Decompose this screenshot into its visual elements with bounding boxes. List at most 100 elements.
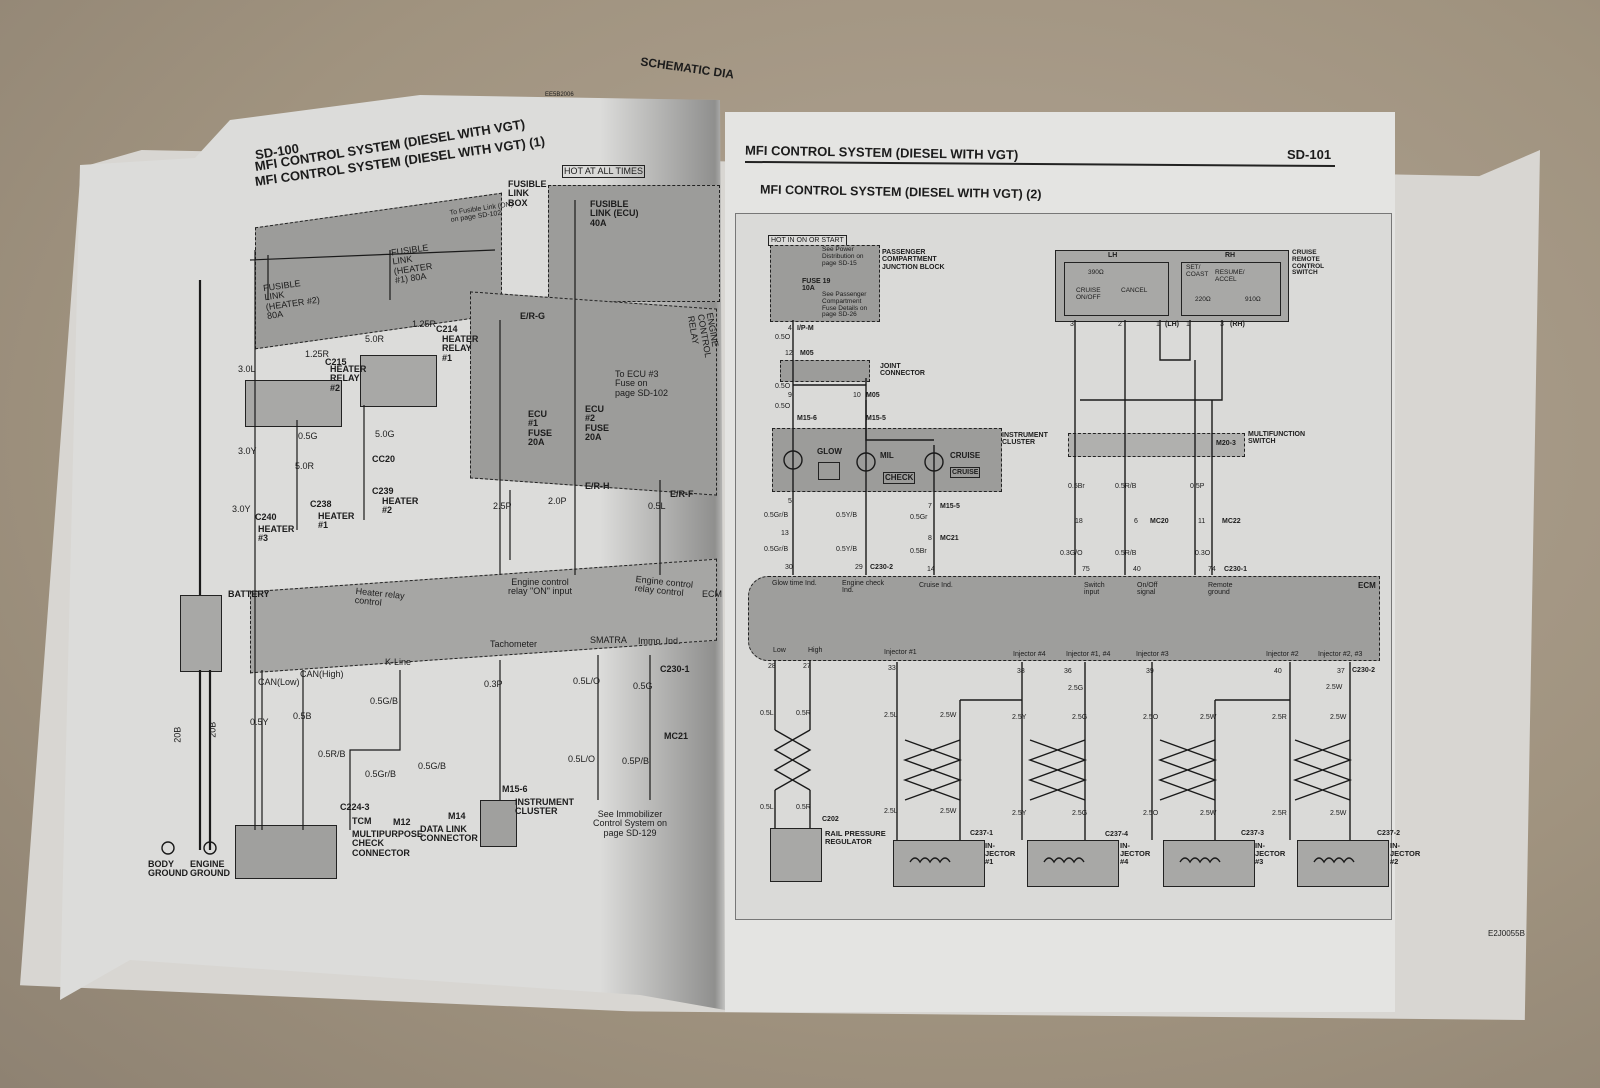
wire-label: 2.5R: [1272, 810, 1287, 817]
wire-label: 0.5Br: [910, 548, 927, 555]
label: C215: [325, 357, 347, 367]
wire-label: 0.5L: [760, 710, 774, 717]
wire: [792, 320, 935, 575]
wire-label: 2.5L: [884, 808, 898, 815]
wire-label: 3.0L: [238, 364, 256, 374]
wire-label: 0.5Gr: [910, 514, 928, 521]
connector: M15-6: [797, 415, 817, 422]
joint-connector-label: JOINT CONNECTOR: [880, 363, 925, 378]
figure-code: E2J0055B: [1488, 929, 1525, 938]
ecm-pin-injector-2: Injector #2: [1266, 651, 1299, 658]
injector-3: [1163, 840, 1255, 887]
pin-number: 2: [1118, 321, 1122, 328]
connector: MC21: [940, 535, 959, 542]
injector-harness-twist: [773, 729, 1353, 801]
label: BODY GROUND: [148, 859, 188, 879]
junction-block: [770, 245, 880, 322]
connector: C230-2: [1352, 667, 1375, 674]
battery-cable: [198, 280, 212, 850]
label: ENGINE GROUND: [190, 859, 230, 879]
connector: MC20: [1150, 518, 1169, 525]
ecm-label: ECM: [1358, 581, 1376, 590]
resistor-910: 910Ω: [1245, 296, 1261, 303]
label: SMATRA: [590, 635, 627, 645]
connector: M15-5: [866, 415, 886, 422]
joint-connector: [780, 360, 870, 382]
label: ECU #1 FUSE 20A: [528, 409, 553, 448]
mil-label: MIL: [880, 451, 894, 460]
pin-number: 9: [788, 392, 792, 399]
label: M15-6: [502, 784, 528, 794]
device-label: IN-JECTOR #3: [1255, 841, 1286, 866]
label: E/R-H: [585, 481, 610, 491]
pin-number: 6: [1134, 518, 1138, 525]
ecm-pin-cruise: Cruise Ind.: [919, 582, 953, 589]
label: DATA LINK CONNECTOR: [420, 824, 478, 844]
injector-1: [893, 840, 985, 887]
resume-accel-label: RESUME/ ACCEL: [1215, 269, 1245, 283]
pin-number: 29: [855, 564, 863, 571]
ecm-band: [748, 576, 1380, 661]
connector: (RH): [1230, 321, 1245, 328]
wire-label: 2.5Y: [1012, 714, 1027, 721]
wire-label: 2.5W: [1326, 684, 1343, 691]
wire-label: 0.5L: [648, 501, 666, 511]
label: Immo. Ind.: [638, 636, 681, 646]
connector: C237-3: [1241, 830, 1264, 837]
label: ECM: [702, 589, 722, 599]
pin-number: 13: [781, 530, 789, 537]
pin-number: 40: [1274, 668, 1282, 675]
wire-label: 0.5G/B: [370, 696, 399, 706]
wire-label: 0.5G: [633, 681, 653, 691]
cruise-onoff-label: CRUISE ON/OFF: [1076, 287, 1101, 301]
pin-number: 14: [927, 566, 935, 573]
glow-plug-icon: [818, 462, 840, 480]
mil-indicator-bulb: [856, 452, 876, 472]
pin-number: 3: [1070, 321, 1074, 328]
wire-label: 0.5Y: [250, 717, 269, 727]
glow-indicator-bulb: [783, 450, 803, 470]
ecm-pin-switch-input: Switch input: [1084, 582, 1105, 597]
rail-pressure-regulator: [770, 828, 822, 882]
ecm-pin-high: High: [808, 647, 823, 654]
label: MC21: [664, 731, 689, 741]
left-code: EE5B2006: [545, 92, 574, 98]
wire-label: 1.25R: [305, 349, 330, 359]
instrument-cluster: [772, 428, 1002, 492]
wire-label: 0.3P: [484, 679, 503, 689]
pin-number: 1: [1186, 321, 1190, 328]
see-power-distribution: See Power Distribution on page SD-15: [822, 246, 864, 267]
right-page-number: SD-101: [1287, 147, 1332, 162]
wire-label: 0.5Br: [1068, 483, 1085, 490]
glow-label: GLOW: [817, 447, 842, 456]
connector: C237-2: [1377, 830, 1400, 837]
body-ground-icon: [161, 841, 175, 855]
wire-label: 0.5P/B: [622, 756, 650, 766]
label: HEATER RELAY #2: [330, 364, 367, 393]
label: TCM: [352, 816, 372, 826]
pin-number: 37: [1337, 668, 1345, 675]
connector: M05: [866, 392, 880, 399]
multifunction-switch-label: MULTIFUNCTION SWITCH: [1248, 431, 1306, 446]
wire: [793, 384, 934, 441]
battery: [180, 595, 222, 672]
rh-label: RH: [1225, 252, 1236, 259]
wire-label: 3.0Y: [232, 504, 251, 514]
wire-label: 0.5R/B: [318, 749, 346, 759]
instrument-cluster-label: INSTRUMENT CLUSTER: [1002, 432, 1048, 447]
ecm-pin-onoff: On/Off signal: [1137, 582, 1158, 597]
wire-label: 2.5W: [940, 808, 957, 815]
set-coast-label: SET/ COAST: [1186, 264, 1209, 278]
device-label: IN-JECTOR #1: [985, 841, 1016, 866]
label: C239: [372, 486, 394, 496]
connector: C230-2: [870, 564, 893, 571]
ecm-pin-injector-4: Injector #4: [1013, 651, 1046, 658]
wire-label: 2.5Y: [1012, 810, 1027, 817]
ecm-pin-remote-ground: Remote ground: [1208, 582, 1233, 597]
label: MULTIPURPOSE CHECK CONNECTOR: [352, 829, 423, 858]
injector-2: [1297, 840, 1389, 887]
wire-label: 5.0R: [295, 461, 315, 471]
ecm-pin-injector-1: Injector #1: [884, 649, 917, 656]
wire-label: 0.5Gr/B: [764, 546, 789, 553]
